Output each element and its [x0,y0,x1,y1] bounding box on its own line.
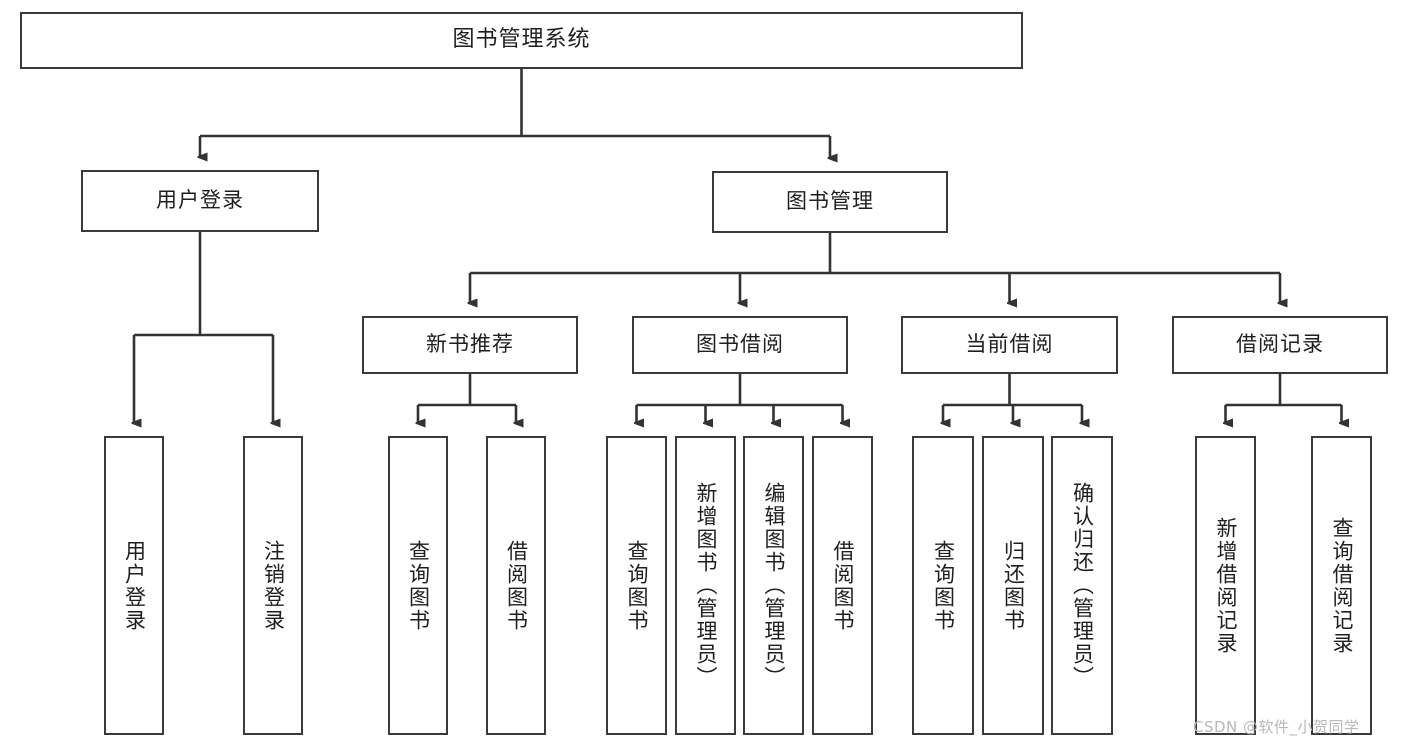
node-leaf_6[interactable]: 编辑图书（管理员） [743,436,804,735]
node-label: 编辑图书（管理员） [762,482,786,689]
node-leaf_9[interactable]: 归还图书 [982,436,1044,735]
node-label: 借阅记录 [1236,332,1324,357]
node-label: 查询图书 [931,539,956,632]
node-label: 用户登录 [122,539,147,632]
node-leaf_8[interactable]: 查询图书 [912,436,974,735]
node-leaf_7[interactable]: 借阅图书 [812,436,873,735]
node-l3_1[interactable]: 图书借阅 [632,316,848,374]
node-label: 图书借阅 [696,332,784,357]
node-label: 图书管理系统 [452,27,591,53]
node-label: 归还图书 [1001,539,1026,632]
node-label: 确认归还（管理员） [1070,482,1095,689]
node-l2_0[interactable]: 用户登录 [81,170,319,232]
node-leaf_2[interactable]: 查询图书 [388,436,448,735]
node-label: 用户登录 [156,188,244,213]
node-leaf_5[interactable]: 新增图书（管理员） [675,436,736,735]
node-label: 注销登录 [261,539,286,632]
node-label: 新增借阅记录 [1214,516,1238,655]
node-leaf_4[interactable]: 查询图书 [606,436,667,735]
node-leaf_10[interactable]: 确认归还（管理员） [1051,436,1113,735]
node-leaf_11[interactable]: 新增借阅记录 [1195,436,1256,735]
node-label: 查询借阅记录 [1330,516,1354,655]
node-l2_1[interactable]: 图书管理 [712,171,948,233]
node-label: 借阅图书 [504,539,529,632]
node-label: 图书管理 [786,189,874,214]
node-label: 新增图书（管理员） [694,482,718,689]
node-label: 查询图书 [625,539,649,632]
node-label: 当前借阅 [965,332,1054,357]
node-root[interactable]: 图书管理系统 [20,12,1023,69]
node-label: 新书推荐 [426,332,514,357]
node-label: 借阅图书 [831,539,855,632]
csdn-watermark: CSDN @软件_小贺同学 [1193,718,1360,736]
node-leaf_3[interactable]: 借阅图书 [486,436,546,735]
node-label: 查询图书 [406,539,431,632]
node-leaf_12[interactable]: 查询借阅记录 [1311,436,1372,735]
node-l3_2[interactable]: 当前借阅 [901,316,1118,374]
node-leaf_0[interactable]: 用户登录 [104,436,164,735]
node-leaf_1[interactable]: 注销登录 [243,436,303,735]
node-l3_0[interactable]: 新书推荐 [362,316,578,374]
node-l3_3[interactable]: 借阅记录 [1172,316,1388,374]
